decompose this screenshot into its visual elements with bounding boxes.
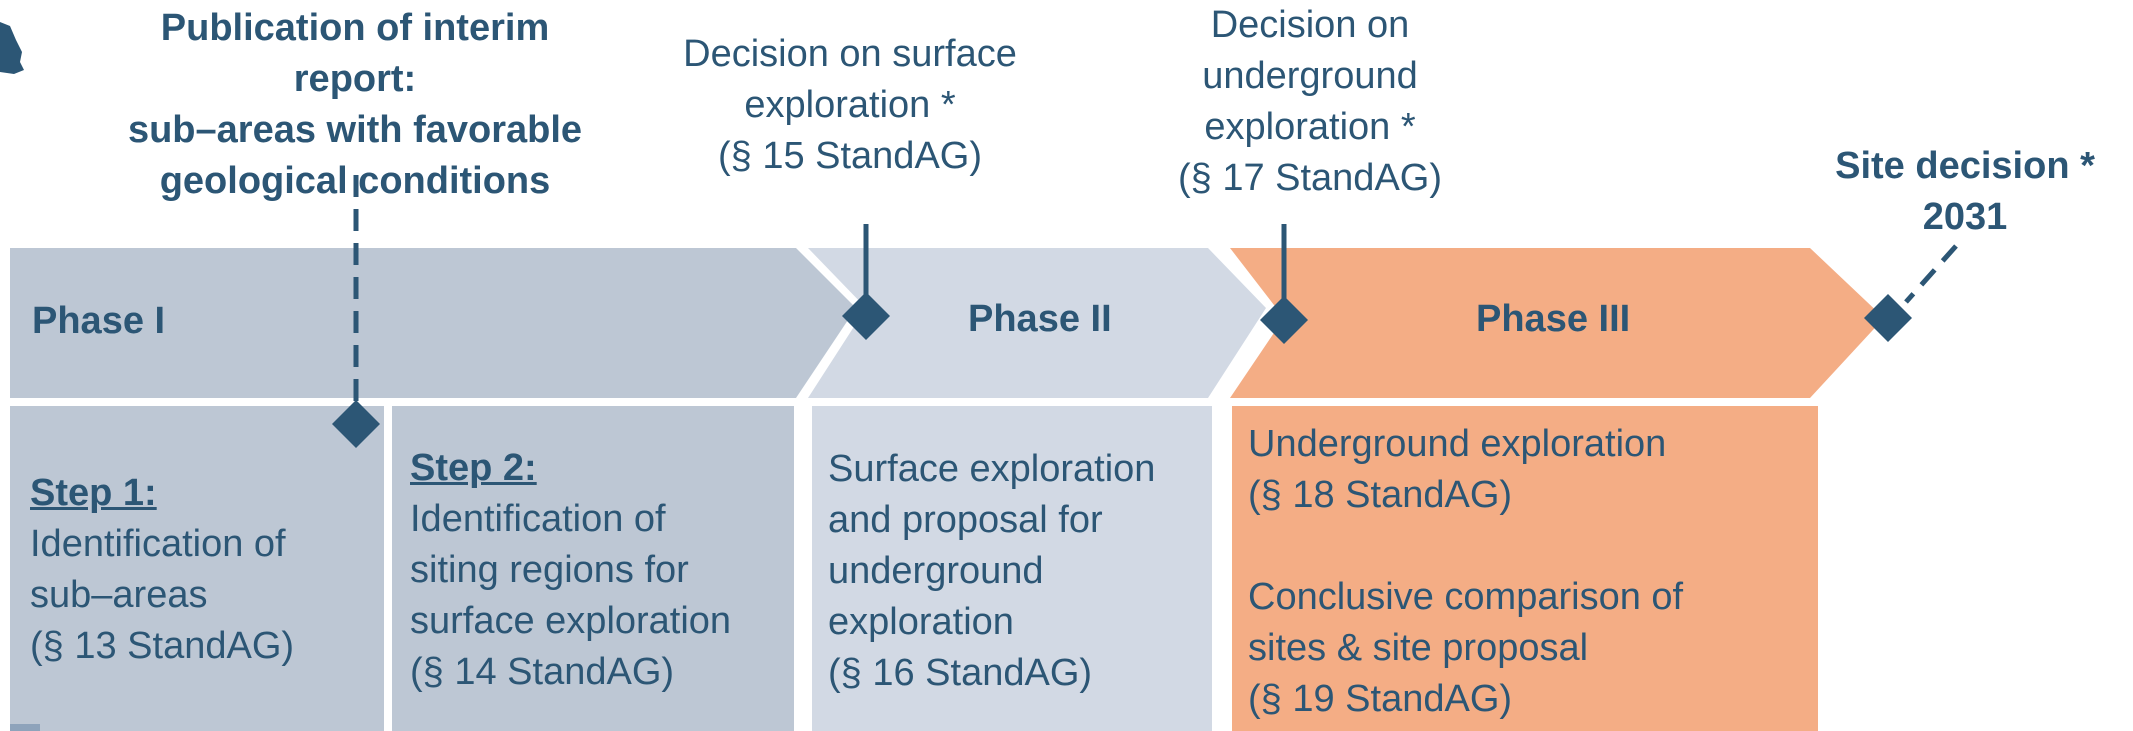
phase2-content-box bbox=[812, 406, 1212, 731]
underground-decision-label: Decision on underground exploration * (§… bbox=[1110, 0, 1510, 204]
phase2-box-line: underground bbox=[828, 550, 1044, 592]
phase3-box-line: (§ 19 StandAG) bbox=[1248, 678, 1513, 720]
step1-line: Identification of bbox=[30, 523, 286, 565]
site-decision-label: Site decision * 2031 bbox=[1800, 141, 2130, 243]
site-decision-line-text: Site decision * bbox=[1835, 145, 2095, 187]
surface-decision-line-text: exploration * bbox=[744, 84, 956, 126]
step1-title: Step 1: bbox=[30, 472, 157, 514]
interim-report-line: report: bbox=[293, 58, 417, 100]
interim-report-line: Publication of interim bbox=[160, 7, 550, 49]
underground-decision-line-text: (§ 17 StandAG) bbox=[1177, 157, 1443, 199]
surface-decision-diamond bbox=[842, 292, 890, 340]
interim-report-line: geological conditions bbox=[159, 160, 551, 202]
phase2-box-text: Surface exploration and proposal for und… bbox=[828, 444, 1155, 699]
phase3-label: Phase III bbox=[1476, 298, 1631, 340]
phase2-box-line: exploration bbox=[828, 601, 1014, 643]
step1-text: Step 1: Identification of sub–areas (§ 1… bbox=[30, 468, 294, 672]
underground-decision-diamond bbox=[1260, 296, 1308, 344]
surface-decision-line-text: (§ 15 StandAG) bbox=[717, 135, 983, 177]
phase3-content-box bbox=[1232, 406, 1818, 731]
interim-report-line: sub–areas with favorable bbox=[127, 109, 583, 151]
map-fragment-icon bbox=[0, 22, 24, 74]
phase3-box-line: Conclusive comparison of bbox=[1248, 576, 1684, 618]
site-decision-line-text: 2031 bbox=[1922, 196, 2008, 238]
step2-box bbox=[392, 406, 794, 731]
interim-report-label: Publication of interim report: sub–areas… bbox=[80, 3, 630, 207]
step2-line: (§ 14 StandAG) bbox=[410, 651, 675, 693]
phase3-box-line: sites & site proposal bbox=[1248, 627, 1589, 669]
phase3-box-line: (§ 18 StandAG) bbox=[1248, 474, 1513, 516]
interim-report-diamond bbox=[332, 400, 380, 448]
step1-line: sub–areas bbox=[30, 574, 208, 616]
phase3-band bbox=[1230, 248, 1884, 398]
step2-line: Identification of bbox=[410, 498, 666, 540]
underground-decision-line-text: Decision on bbox=[1210, 4, 1410, 46]
phase2-label: Phase II bbox=[968, 298, 1112, 340]
site-decision-dashed-line bbox=[1904, 244, 1958, 304]
phase3-box-line: Underground exploration bbox=[1248, 423, 1667, 465]
step1-box bbox=[10, 406, 384, 731]
surface-decision-label: Decision on surface exploration * (§ 15 … bbox=[600, 29, 1100, 182]
phase2-box-line: and proposal for bbox=[828, 499, 1103, 541]
phase1-label: Phase I bbox=[32, 300, 166, 342]
step2-line: siting regions for bbox=[410, 549, 689, 591]
underground-decision-line-text: exploration * bbox=[1204, 106, 1416, 148]
step2-title: Step 2: bbox=[410, 447, 537, 489]
phase2-band bbox=[808, 248, 1266, 398]
step2-text: Step 2: Identification of siting regions… bbox=[410, 443, 731, 698]
step1-line: (§ 13 StandAG) bbox=[30, 625, 295, 667]
corner-marker bbox=[10, 724, 40, 731]
step2-line: surface exploration bbox=[410, 600, 732, 642]
phase1-band bbox=[10, 248, 856, 398]
site-decision-diamond bbox=[1864, 294, 1912, 342]
underground-decision-line-text: underground bbox=[1202, 55, 1418, 97]
surface-decision-line-text: Decision on surface bbox=[683, 33, 1017, 75]
phase3-box-text: Underground exploration (§ 18 StandAG) C… bbox=[1248, 419, 1683, 725]
phase2-box-line: Surface exploration bbox=[828, 448, 1156, 490]
phase2-box-line: (§ 16 StandAG) bbox=[828, 652, 1093, 694]
phase3-box-spacer bbox=[1248, 521, 1683, 572]
